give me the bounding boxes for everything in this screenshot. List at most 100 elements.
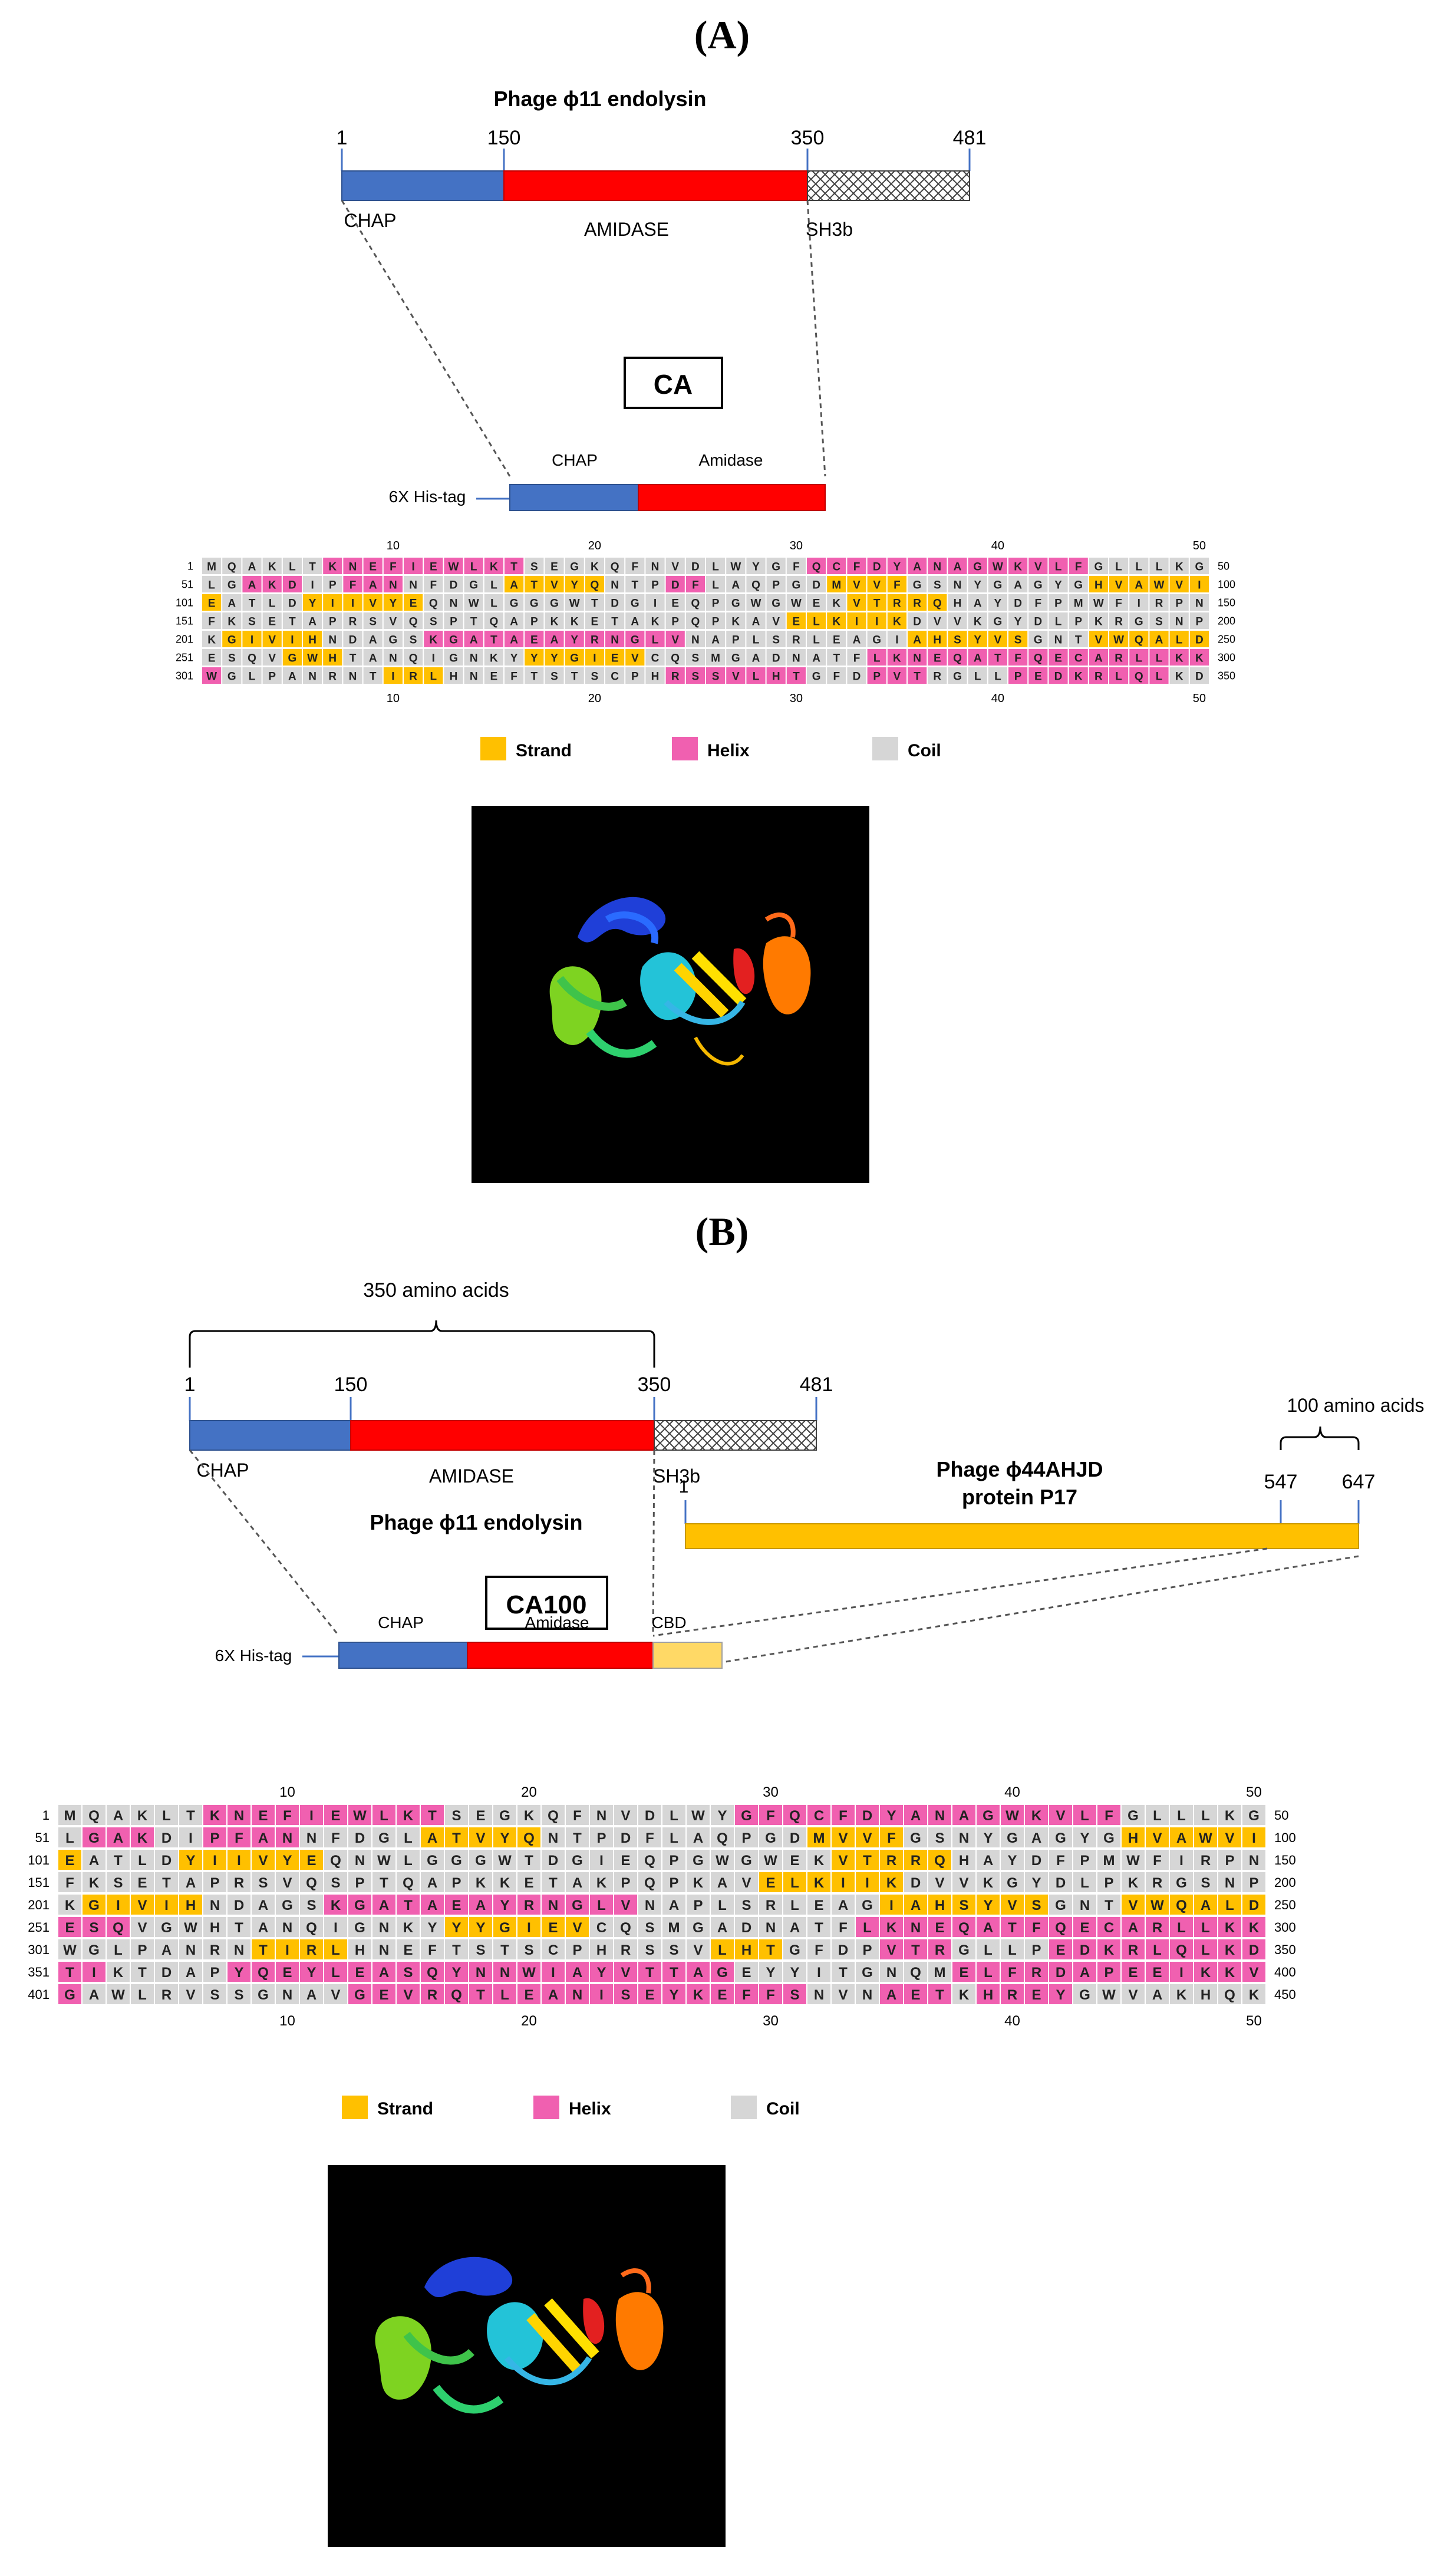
ruler-label: 40: [991, 692, 1004, 705]
residue-letter: A: [1201, 1898, 1211, 1913]
residue-letter: Q: [1055, 1920, 1066, 1936]
residue-cell: [783, 1827, 806, 1847]
residue-cell: [1170, 1805, 1193, 1825]
residue-letter: R: [1115, 615, 1123, 628]
residue-cell: [662, 1827, 685, 1847]
row-start-index: 51: [182, 579, 193, 591]
residue-letter: G: [1135, 615, 1143, 628]
residue-letter: A: [913, 561, 921, 573]
p17-span-brace: [1280, 1426, 1360, 1450]
residue-letter: F: [430, 579, 437, 591]
residue-letter: E: [934, 652, 941, 664]
residue-letter: S: [451, 1808, 461, 1824]
residue-cell: [847, 667, 866, 684]
residue-letter: K: [974, 615, 982, 628]
residue-letter: C: [596, 1920, 606, 1936]
residue-cell: [484, 612, 503, 629]
residue-letter: I: [865, 1875, 869, 1891]
residue-letter: L: [289, 561, 296, 573]
residue-cell: [908, 558, 927, 574]
sh3b-domain: [807, 170, 970, 201]
residue-cell: [1008, 594, 1028, 611]
residue-letter: N: [186, 1942, 196, 1958]
residue-letter: D: [741, 1920, 751, 1936]
residue-letter: M: [207, 561, 216, 573]
residue-cell: [1109, 558, 1129, 574]
residue-letter: N: [1249, 1853, 1259, 1869]
residue-letter: K: [693, 1875, 704, 1891]
residue-letter: L: [1225, 1898, 1234, 1913]
legend-label: Helix: [707, 741, 750, 760]
residue-letter: E: [741, 1965, 751, 1981]
residue-cell: [464, 667, 483, 684]
residue-letter: A: [379, 1898, 389, 1913]
residue-cell: [856, 1850, 879, 1870]
residue-letter: G: [451, 1853, 462, 1869]
residue-cell: [1025, 1805, 1048, 1825]
residue-letter: L: [1153, 1942, 1162, 1958]
residue-letter: A: [983, 1853, 993, 1869]
residue-letter: N: [611, 579, 619, 591]
residue-letter: P: [329, 615, 337, 628]
residue-cell: [807, 594, 826, 611]
residue-letter: G: [228, 634, 236, 646]
residue-cell: [766, 594, 786, 611]
residue-cell: [887, 667, 906, 684]
residue-cell: [505, 558, 524, 574]
residue-letter: Q: [644, 1853, 655, 1869]
row-end-index: 50: [1218, 561, 1229, 572]
residue-cell: [832, 1850, 855, 1870]
residue-letter: C: [1104, 1920, 1114, 1936]
residue-cell: [1049, 667, 1068, 684]
residue-cell: [505, 594, 524, 611]
residue-letter: G: [1127, 1808, 1139, 1824]
row-start-index: 251: [28, 1920, 50, 1935]
residue-letter: D: [645, 1808, 655, 1824]
panel-a-label: (A): [694, 12, 750, 57]
residue-cell: [1028, 649, 1048, 666]
residue-letter: E: [430, 561, 437, 573]
residue-cell: [1008, 576, 1028, 592]
residue-cell: [638, 1827, 661, 1847]
legend-label: Strand: [516, 741, 572, 760]
residue-letter: N: [862, 1987, 872, 2003]
residue-letter: S: [621, 1987, 630, 2003]
residue-letter: V: [772, 615, 780, 628]
residue-letter: L: [1177, 1808, 1186, 1824]
residue-letter: N: [282, 1830, 292, 1846]
residue-letter: A: [717, 1875, 727, 1891]
residue-letter: A: [288, 670, 296, 683]
residue-letter: M: [934, 1965, 946, 1981]
residue-letter: G: [570, 561, 579, 573]
residue-letter: A: [258, 1830, 268, 1846]
coil-swatch: [731, 2096, 757, 2119]
residue-letter: Q: [88, 1808, 100, 1824]
residue-letter: L: [712, 579, 719, 591]
residue-letter: W: [1102, 1987, 1116, 2003]
residue-letter: K: [1225, 1965, 1235, 1981]
residue-cell: [203, 1850, 226, 1870]
residue-cell: [614, 1850, 637, 1870]
residue-letter: M: [711, 652, 720, 664]
residue-letter: I: [189, 1830, 193, 1846]
residue-letter: E: [1080, 1920, 1089, 1936]
residue-letter: S: [645, 1942, 654, 1958]
residue-letter: G: [910, 1830, 921, 1846]
residue-cell: [867, 594, 886, 611]
residue-letter: P: [651, 579, 659, 591]
residue-letter: F: [1075, 561, 1082, 573]
residue-cell: [827, 576, 846, 592]
residue-cell: [1049, 1805, 1072, 1825]
helix-swatch: [533, 2096, 559, 2119]
residue-letter: Y: [766, 1965, 775, 1981]
residue-cell: [484, 576, 503, 592]
residue-letter: T: [571, 670, 578, 683]
residue-letter: Q: [953, 652, 962, 664]
residue-letter: N: [379, 1920, 389, 1936]
residue-cell: [968, 612, 987, 629]
residue-letter: T: [1008, 1920, 1017, 1936]
residue-cell: [565, 667, 584, 684]
residue-cell: [517, 1827, 540, 1847]
residue-letter: P: [772, 579, 780, 591]
residue-letter: H: [355, 1942, 365, 1958]
